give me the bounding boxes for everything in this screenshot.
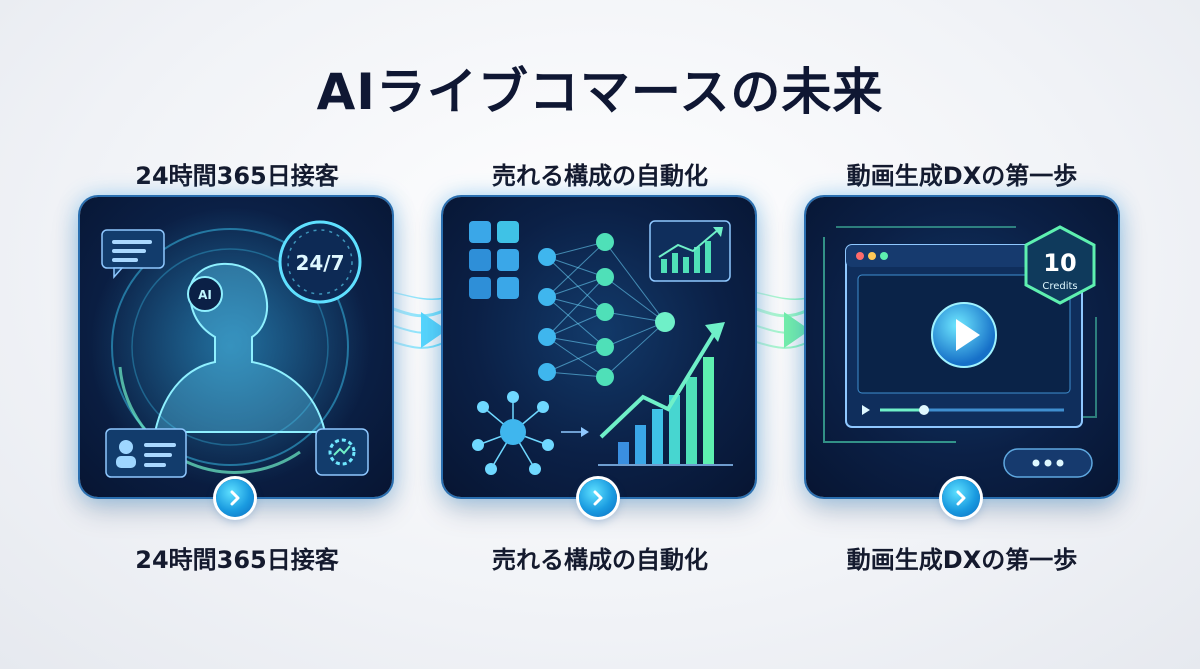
chevron-right-icon (956, 490, 966, 506)
credits-value: 10 (1043, 249, 1076, 277)
panel-card-2 (443, 197, 755, 497)
panel-caption-2: 売れる構成の自動化 (492, 546, 708, 574)
play-icon (931, 302, 997, 368)
next-button-2[interactable] (579, 479, 617, 517)
clock-label: 24/7 (295, 251, 344, 275)
panel-card-1: AI 24/7 (80, 197, 392, 497)
more-dots-icon (1003, 448, 1093, 478)
page-title: AIライブコマースの未来 (316, 63, 884, 121)
panel-heading-1: 24時間365日接客 (135, 162, 339, 190)
credits-badge-icon: 10 Credits (1024, 225, 1096, 305)
clock-24-7-icon: 24/7 (278, 220, 362, 304)
grid-blocks-icon (469, 221, 519, 299)
panel-caption-1: 24時間365日接客 (135, 546, 339, 574)
next-button-3[interactable] (942, 479, 980, 517)
panel-heading-3: 動画生成DXの第一歩 (846, 162, 1078, 190)
next-button-1[interactable] (216, 479, 254, 517)
hub-network-icon (472, 391, 589, 475)
gear-analytics-icon (315, 428, 369, 476)
line-chart-icon (649, 220, 731, 282)
chevron-right-icon (230, 490, 240, 506)
panel-card-3: 10 Credits (806, 197, 1118, 497)
credits-label: Credits (1042, 281, 1077, 292)
panel-caption-3: 動画生成DXの第一歩 (846, 546, 1078, 574)
neural-network-icon (538, 233, 675, 386)
robot-avatar-icon: AI (153, 262, 327, 433)
avatar-label: AI (198, 288, 212, 302)
bar-chart-icon (598, 322, 733, 466)
chat-bubble-icon (101, 229, 165, 279)
chevron-right-icon (593, 490, 603, 506)
panel-heading-2: 売れる構成の自動化 (492, 162, 708, 190)
user-card-icon (105, 428, 187, 478)
